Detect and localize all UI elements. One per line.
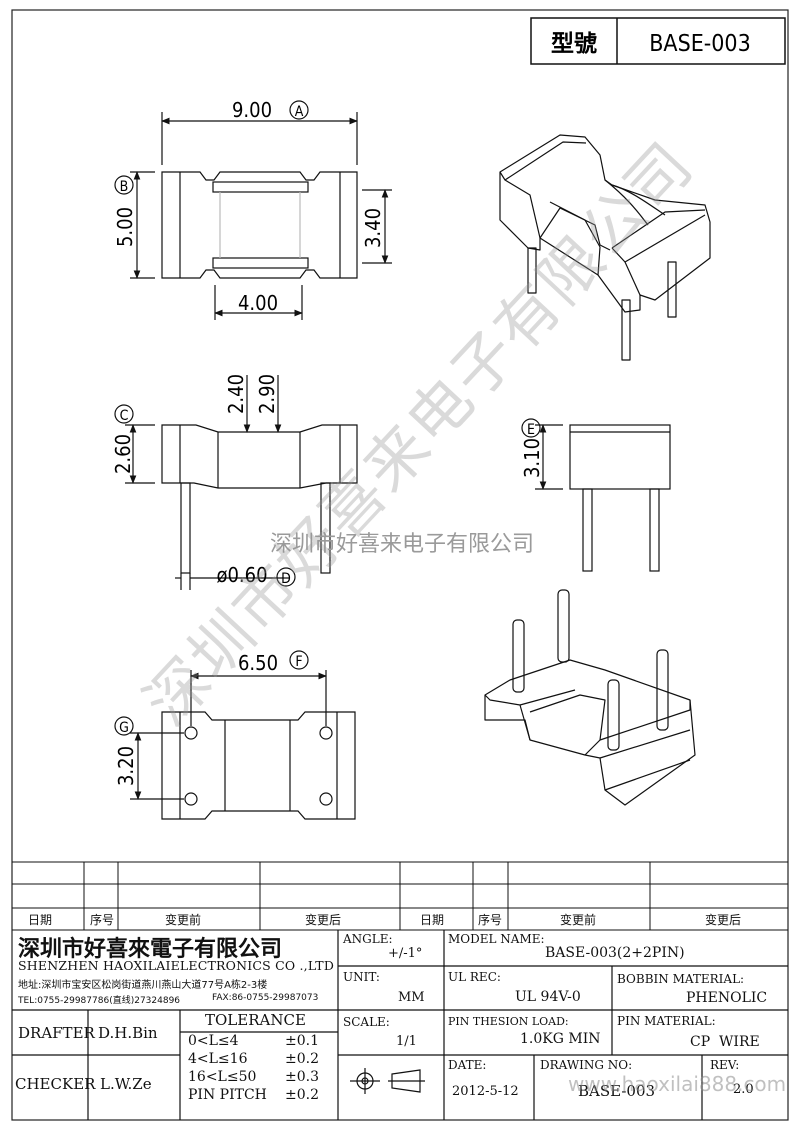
pin-material-label: PIN MATERIAL: — [617, 1014, 716, 1028]
rev-header-no-1: 序号 — [90, 913, 115, 927]
tol-value-2: ±0.2 — [285, 1051, 319, 1067]
model-name-value: BASE-003(2+2PIN) — [545, 945, 685, 961]
date-label: DATE: — [448, 1058, 487, 1072]
company-name-en: SHENZHEN HAOXILAIELECTRONICS CO .,LTD — [18, 958, 335, 973]
bottom-view — [130, 670, 356, 820]
rev-label: REV: — [710, 1058, 740, 1072]
checker-value: L.W.Ze — [100, 1075, 152, 1093]
tolerance-label: TOLERANCE — [205, 1011, 306, 1029]
dim-f-value: 6.50 — [238, 651, 278, 675]
rev-header-date-1: 日期 — [28, 913, 53, 927]
angle-value: +/-1° — [388, 946, 423, 961]
front-view — [125, 375, 358, 590]
side-view — [535, 424, 671, 572]
tol-range-1: 0<L≤4 — [188, 1033, 239, 1049]
dim-e-value: 3.10 — [520, 438, 544, 478]
dim-b-value: 5.00 — [113, 207, 137, 247]
revision-table — [12, 861, 788, 931]
checker-label: CHECKER — [15, 1075, 96, 1093]
ul-rec-value: UL 94V-0 — [515, 989, 581, 1005]
angle-label: ANGLE: — [343, 932, 393, 946]
bobbin-value: PHENOLIC — [686, 990, 768, 1006]
model-value: BASE-003 — [649, 31, 751, 57]
dim-inner-w-value: 4.00 — [238, 291, 278, 315]
dim-inner-h-value: 3.40 — [361, 208, 385, 248]
drafter-label: DRAFTER — [18, 1024, 95, 1042]
tol-range-2: 4<L≤16 — [188, 1051, 248, 1067]
title-block: 型號 BASE-003 — [530, 17, 786, 65]
rev-header-after-2: 变更后 — [705, 913, 742, 927]
scale-label: SCALE: — [343, 1015, 390, 1029]
dim-a-value: 9.00 — [232, 98, 272, 122]
dim-g-value: 3.20 — [114, 746, 138, 786]
pin-load-value: 1.0KG MIN — [520, 1031, 601, 1047]
isometric-view-bottom — [484, 589, 696, 806]
dim-d2-value: 2.90 — [255, 374, 279, 414]
tol-value-4: ±0.2 — [285, 1087, 319, 1103]
tol-range-3: 16<L≤50 — [188, 1069, 257, 1085]
unit-label: UNIT: — [343, 970, 380, 984]
dim-pin-dia-value: ø0.60 — [216, 563, 267, 587]
dim-g-tag: G — [119, 720, 129, 736]
ul-rec-label: UL REC: — [448, 970, 501, 984]
web-watermark: www.haoxilai888.com — [568, 1072, 787, 1096]
dim-a-tag: A — [295, 104, 304, 120]
rev-header-after-1: 变更后 — [305, 913, 342, 927]
dim-d1-value: 2.40 — [224, 374, 248, 414]
company-tel: TEL:0755-29987786(直线)27324896 — [18, 996, 181, 1006]
pin-load-label: PIN THESION LOAD: — [448, 1015, 569, 1028]
company-fax: FAX:86-0755-29987073 — [212, 993, 319, 1003]
sheet-border — [11, 9, 789, 1121]
dim-c-tag: C — [120, 408, 129, 424]
date-value: 2012-5-12 — [452, 1084, 519, 1099]
dim-b-tag: B — [120, 179, 129, 195]
company-name-cn: 深圳市好喜來電子有限公司 — [18, 936, 283, 962]
rev-value: 2.0 — [733, 1082, 754, 1097]
watermark-center: 深圳市好喜来电子有限公司 — [270, 532, 535, 557]
tol-range-4: PIN PITCH — [188, 1087, 267, 1103]
unit-value: MM — [398, 990, 425, 1005]
drawing-no-value: BASE-003 — [578, 1082, 656, 1100]
drafter-value: D.H.Bin — [98, 1024, 158, 1042]
dim-d-tag: D — [281, 571, 291, 587]
dim-c-value: 2.60 — [111, 434, 135, 474]
rev-header-no-2: 序号 — [478, 913, 503, 927]
bobbin-label: BOBBIN MATERIAL: — [617, 972, 745, 986]
rev-header-before-2: 变更前 — [560, 913, 597, 927]
pin-material-value: CP WIRE — [690, 1034, 760, 1050]
drawing-no-label: DRAWING NO: — [540, 1058, 633, 1072]
tol-value-1: ±0.1 — [285, 1033, 319, 1049]
rev-header-date-2: 日期 — [420, 913, 445, 927]
dim-e-tag: E — [527, 422, 535, 438]
top-view — [130, 112, 392, 320]
company-address: 地址:深圳市宝安区松岗街道燕川燕山大道77号A栋2-3楼 — [18, 980, 268, 991]
isometric-view-top — [499, 134, 711, 361]
scale-value: 1/1 — [396, 1034, 417, 1049]
info-table — [12, 930, 788, 1120]
tol-value-3: ±0.3 — [285, 1069, 319, 1085]
dim-f-tag: F — [295, 654, 302, 670]
model-name-label: MODEL NAME: — [448, 932, 545, 946]
model-label: 型號 — [551, 31, 597, 57]
rev-header-before-1: 变更前 — [165, 913, 202, 927]
